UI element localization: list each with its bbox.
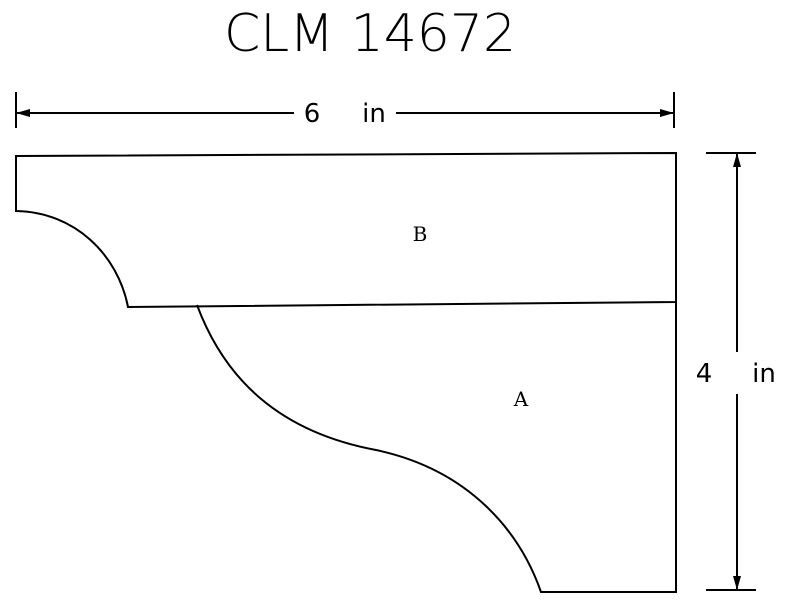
height-dim-arrow-bottom (733, 576, 741, 590)
height-dimension: 4 in (696, 152, 776, 591)
part-b-outline (15, 151, 677, 309)
width-dim-unit: in (362, 99, 386, 129)
part-a-outline (196, 302, 677, 593)
height-dim-arrow-top (733, 153, 741, 167)
drawing-title: CLM 14672 (224, 4, 516, 64)
height-dim-unit: in (752, 359, 776, 389)
width-dim-arrow-right (660, 109, 674, 117)
part-a-label: A (513, 387, 529, 411)
height-dim-value: 4 (696, 359, 713, 389)
width-dimension: 6 in (15, 92, 675, 129)
part-b-label: B (413, 222, 428, 246)
width-dim-arrow-left (16, 109, 30, 117)
width-dim-value: 6 (304, 99, 321, 129)
